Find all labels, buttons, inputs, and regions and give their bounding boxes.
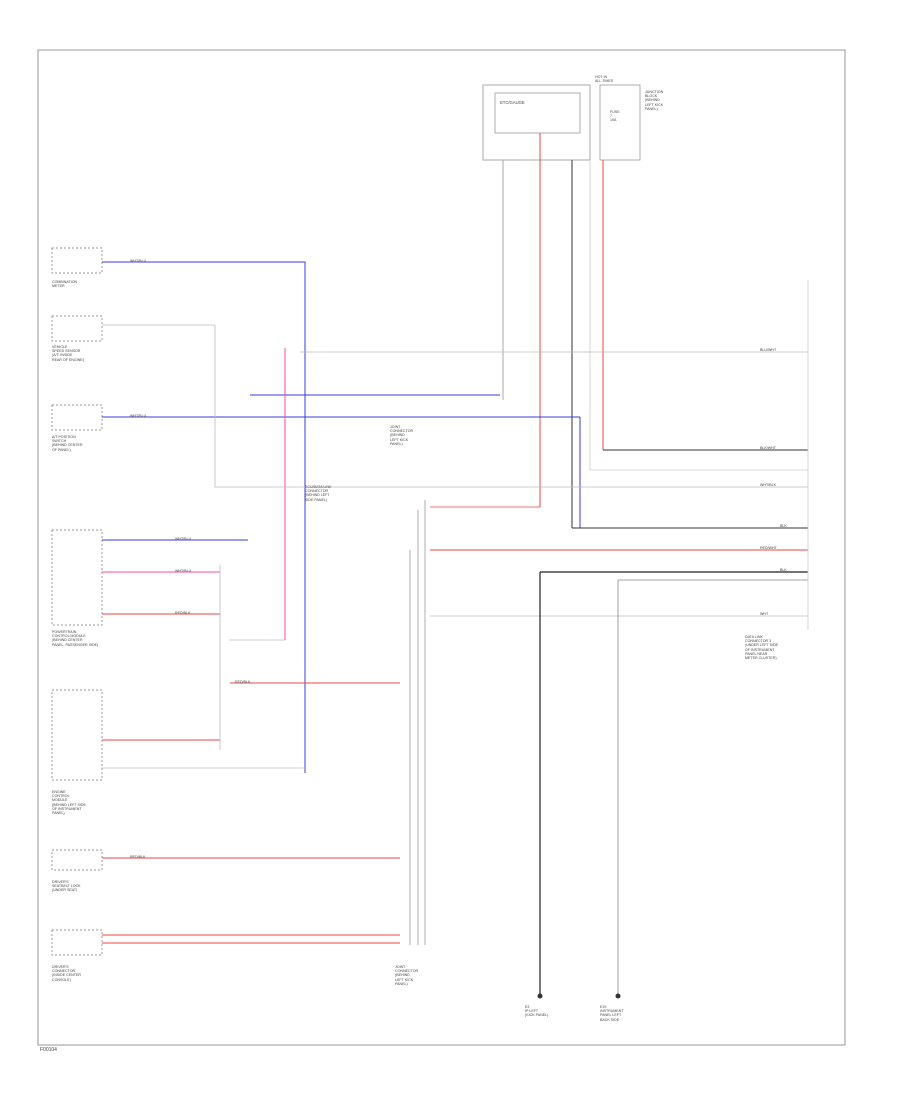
top-module-box [482, 84, 591, 161]
left-2-label: VEHICLE SPEED SENSOR (A/T: INSIDE REAR O… [52, 345, 84, 362]
left-box-3 [51, 404, 103, 431]
ground-1-label: E3 IP LEFT (KICK PANEL) [525, 1005, 549, 1018]
ground-2-icon [615, 993, 621, 999]
wire-label-3: WHT/BLU [175, 537, 192, 541]
wire-label-12: BLU/WHT [760, 348, 777, 352]
center-1-label: JOINT CONNECTOR (BEHIND LEFT KICK PANEL) [390, 425, 414, 446]
left-1-label: COMBINATION METER [52, 280, 78, 289]
fuse-top-label: HOT IN ALL TIMES [595, 75, 614, 84]
left-box-4 [51, 529, 103, 626]
right-connector-label: DATA LINK CONNECTOR 3 (UNDER LEFT SIDE O… [745, 635, 779, 661]
wire-label-14: RED/WHT [760, 546, 777, 550]
top-module-label: ETC/GAUGE [500, 100, 525, 105]
center-3-label: ECU/DATA LINK CONNECTOR (BEHIND LEFT SID… [305, 485, 332, 502]
wire-label-2: WHT/BLU [130, 414, 147, 418]
wire-label-7: RED/BLK [130, 855, 146, 859]
ground-1-icon [537, 993, 543, 999]
left-3-label: A/T POSITION SWITCH (BEHIND CENTER OF PA… [52, 435, 83, 452]
left-box-5 [51, 689, 103, 781]
left-7-label: DRIVER'S CONNECTOR (INSIDE CENTER CONSOL… [52, 965, 81, 982]
left-box-7 [51, 929, 103, 956]
wire-label-10: BLK/WHT [760, 446, 776, 450]
left-6-label: DRIVER'S SEATBELT LOCK (UNDER SEAT) [52, 880, 81, 893]
wire-label-5: RED/BLK [175, 611, 191, 615]
figure-code: F00104 [40, 1047, 57, 1053]
wire-label-11: WHT/BLK [760, 483, 776, 487]
wire-blue-1 [102, 261, 306, 773]
top-module-inner [494, 92, 581, 134]
left-5-label: ENGINE CONTROL MODULE (BEHIND LEFT SIDE … [52, 790, 86, 816]
center-2-label: JOINT CONNECTOR (BEHIND LEFT KICK PANEL) [395, 965, 419, 986]
wire-label-9: BLK [780, 568, 787, 572]
ground-2-label: E19 INSTRUMENT PANEL LEFT BACK SIDE [600, 1005, 624, 1022]
wire-label-1: WHT/BLU [130, 259, 147, 263]
diagram-border [37, 49, 846, 1046]
left-box-2 [51, 315, 103, 342]
wire-label-8: BLK [780, 524, 787, 528]
left-4-label: POWERTRAIN CONTROL MODULE (BEHIND CENTER… [52, 630, 99, 647]
wire-label-6: RED/BLK [235, 680, 251, 684]
left-box-6 [51, 849, 103, 871]
junction-box-label: JUNCTION BLOCK (BEHIND LEFT KICK PANEL) [645, 90, 664, 111]
wire-label-13: WHT [760, 612, 769, 616]
junction-box [599, 84, 641, 161]
fuse-label: FUSE 7 10A [610, 110, 620, 123]
wire-label-4: WHT/BLU [175, 569, 192, 573]
left-box-1 [51, 247, 103, 274]
